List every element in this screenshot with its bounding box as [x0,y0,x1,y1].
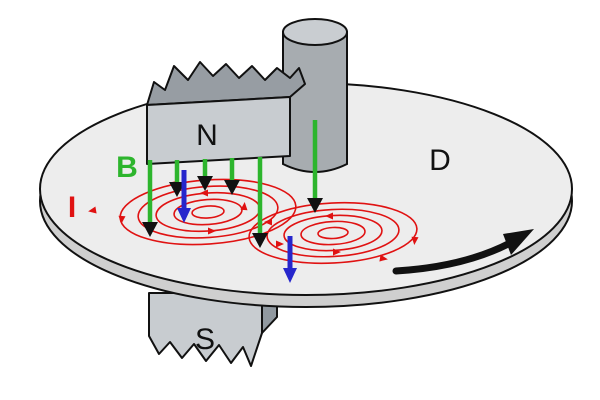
current-arrowhead [208,227,216,235]
current-arrowhead [240,202,248,211]
rotation-arrowhead [503,229,534,255]
field-arrowhead [197,176,213,191]
rotation-arrow [392,229,534,275]
label-magnetic-field: B [116,151,138,184]
field-arrowhead [307,198,323,213]
field-arrowheads [142,176,323,248]
north-magnet-torn-top [146,61,306,106]
eddy-current-loop [300,220,366,246]
field-arrowhead [169,182,185,197]
current-arrowhead [333,248,341,256]
current-arrowhead [276,240,284,248]
current-arrowhead [379,254,388,262]
field-arrowhead [142,222,158,237]
axle-body [282,31,348,173]
eddy-current-loop [317,226,349,240]
force-arrow-shafts [181,170,293,268]
label-disc: D [429,144,451,177]
label-eddy-current: I [68,191,76,224]
axle-cylinder [282,18,348,173]
field-lines [147,120,318,233]
eddy-current-loop [248,201,418,265]
field-arrowhead [252,233,268,248]
current-arrowhead [200,189,208,197]
current-arrowhead [411,236,419,245]
south-magnet-front-face [148,292,263,367]
force-arrowhead [177,208,191,223]
current-arrowhead [118,215,126,224]
current-arrowhead [264,218,272,226]
rotation-arrow-shaft [392,238,516,275]
force-arrow-heads [177,208,297,283]
north-magnet [146,61,306,165]
axle-top [282,18,348,46]
eddy-current-loop [266,208,400,258]
north-magnet-front-face [146,96,291,165]
force-arrowhead [283,268,297,283]
current-arrowhead [325,212,333,220]
eddy-current-loop [191,205,225,219]
current-arrowhead [88,206,97,214]
label-north-pole: N [196,119,218,152]
label-south-pole: S [195,323,215,356]
field-arrowhead [224,180,240,195]
